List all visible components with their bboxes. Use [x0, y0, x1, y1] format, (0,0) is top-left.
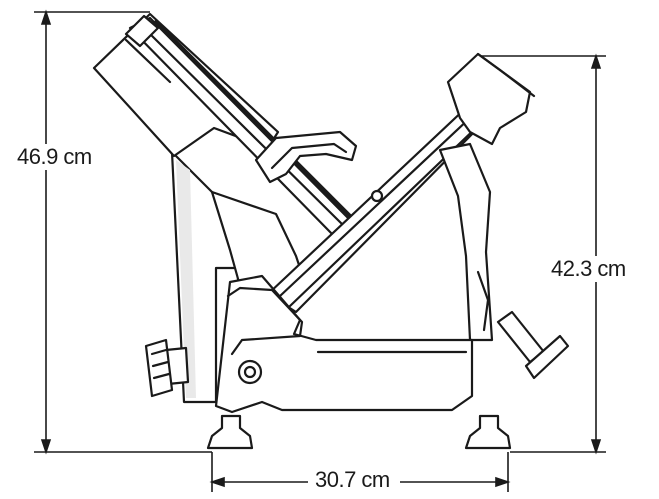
base-frame: [214, 274, 474, 414]
gauge-plate-edge: [124, 38, 172, 84]
height-top-arrow: [40, 9, 52, 25]
side-height-bottom-arrow: [590, 439, 602, 455]
side-height-top-arrow: [590, 53, 602, 69]
right-support-arm-detail: [476, 270, 490, 332]
dimension-lines: [34, 9, 606, 492]
tray-pivot-bolt: [370, 189, 384, 203]
carriage-handle-inner: [270, 142, 348, 170]
carriage-rail-dark-edge: [154, 20, 352, 218]
overall-height-label: 46.9 cm: [14, 144, 95, 170]
side-height-label: 42.3 cm: [548, 256, 629, 282]
slicer-machine: [92, 12, 570, 450]
thickness-knob: [144, 338, 174, 398]
width-left-arrow: [209, 476, 225, 488]
base-width-label: 30.7 cm: [312, 467, 393, 493]
knob-grip-1: [150, 348, 168, 356]
base-indicator-inner: [243, 365, 257, 379]
height-bottom-arrow: [40, 439, 52, 455]
base-frame-loop: [226, 286, 304, 356]
sharpener-shaft: [496, 310, 546, 364]
knob-grip-3: [152, 372, 171, 380]
right-foot: [464, 414, 512, 450]
left-foot: [206, 414, 254, 450]
carriage-rail-inner: [144, 28, 346, 228]
knob-grip-2: [151, 360, 170, 368]
sharpener-knob: [524, 334, 570, 380]
carriage-rail-end-cap: [124, 14, 160, 48]
rear-column-shade: [176, 160, 196, 398]
product-tray-inner-1: [278, 114, 474, 298]
right-support-arm: [438, 142, 494, 342]
width-right-arrow: [495, 476, 511, 488]
end-weight-face: [476, 52, 536, 98]
